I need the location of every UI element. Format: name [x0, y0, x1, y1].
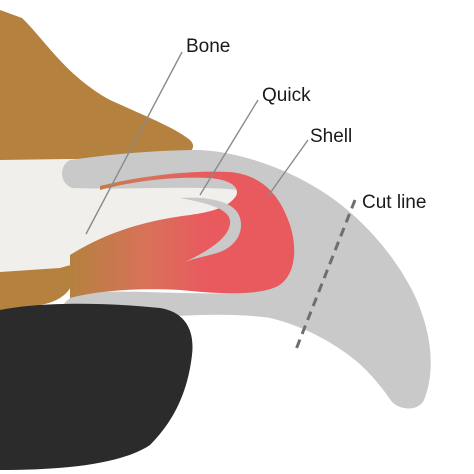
shell-label: Shell: [310, 126, 352, 147]
bone-leader-line: [85, 51, 183, 235]
quick-leader-line: [199, 99, 259, 196]
quick-inner-gap: [180, 197, 242, 262]
bone-label: Bone: [186, 36, 230, 57]
cut-line-label: Cut line: [362, 192, 426, 213]
quick-label: Quick: [262, 85, 311, 106]
paw-pad: [0, 303, 193, 470]
fur-region-lower: [0, 262, 74, 312]
cut-line: [293, 199, 357, 353]
nail-shell: [61, 150, 431, 409]
shell-leader-line: [267, 139, 309, 197]
nail-quick: [70, 171, 295, 298]
